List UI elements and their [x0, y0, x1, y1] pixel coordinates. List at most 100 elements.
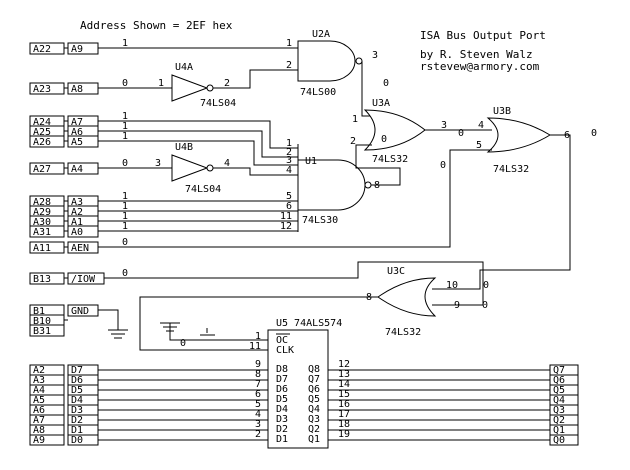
bus-pin: A11: [33, 243, 51, 254]
svg-text:4: 4: [224, 158, 230, 169]
svg-text:2: 2: [255, 429, 261, 440]
signal-label: A9: [71, 44, 83, 55]
bus-pin: A30: [33, 217, 51, 228]
svg-text:OC: OC: [276, 335, 288, 346]
svg-text:3: 3: [372, 50, 378, 61]
svg-text:D4: D4: [71, 395, 83, 406]
pin-connectors: [64, 47, 68, 321]
bus-pin: A27: [33, 164, 51, 175]
bus-pin: A29: [33, 207, 51, 218]
gate-u3b: U3B 74LS32: [486, 106, 551, 175]
signal-label: GND: [71, 306, 89, 317]
svg-text:0: 0: [440, 160, 446, 171]
diagram-title: ISA Bus Output Port: [420, 29, 546, 42]
bus-pin: A26: [33, 137, 51, 148]
signal-label: A7: [71, 117, 83, 128]
svg-text:U4B: U4B: [175, 142, 193, 153]
signal-label: A3: [71, 197, 83, 208]
svg-text:74LS04: 74LS04: [185, 184, 221, 195]
svg-text:16: 16: [338, 399, 350, 410]
svg-text:1: 1: [122, 38, 128, 49]
svg-text:10: 10: [446, 280, 458, 291]
latch-u5: U5 74ALS574 OC CLK D8 D7 D6 D5 D4 D3 D2 …: [255, 318, 350, 449]
svg-text:0: 0: [180, 338, 186, 349]
svg-text:1: 1: [255, 331, 261, 342]
signal-label: A5: [71, 137, 83, 148]
svg-text:1: 1: [286, 38, 292, 49]
signal-label: A6: [71, 127, 83, 138]
bus-pin: A25: [33, 127, 51, 138]
svg-text:17: 17: [338, 409, 350, 420]
signal-label: AEN: [71, 243, 89, 254]
svg-text:0: 0: [381, 134, 387, 145]
svg-text:1: 1: [158, 78, 164, 89]
svg-text:2: 2: [286, 147, 292, 158]
svg-text:1: 1: [286, 138, 292, 149]
signal-label: /IOW: [71, 274, 96, 285]
svg-text:A9: A9: [33, 435, 45, 446]
svg-text:74LS30: 74LS30: [302, 215, 338, 226]
svg-text:0: 0: [483, 280, 489, 291]
svg-text:74LS32: 74LS32: [385, 327, 421, 338]
svg-text:U5 74ALS574: U5 74ALS574: [276, 318, 342, 329]
svg-text:Q8: Q8: [308, 364, 320, 375]
svg-text:D6: D6: [276, 384, 288, 395]
svg-text:0: 0: [122, 158, 128, 169]
svg-text:3: 3: [441, 120, 447, 131]
svg-text:0: 0: [591, 128, 597, 139]
output-boxes: Q7 Q6 Q5 Q4 Q3 Q2 Q1 Q0: [549, 364, 579, 446]
svg-text:5: 5: [255, 399, 261, 410]
svg-text:1: 1: [122, 121, 128, 132]
svg-text:5: 5: [476, 140, 482, 151]
bus-pin: B10: [33, 316, 51, 327]
svg-text:19: 19: [338, 429, 350, 440]
svg-text:D0: D0: [71, 435, 83, 446]
svg-text:Q7: Q7: [553, 365, 565, 376]
svg-text:74LS04: 74LS04: [200, 98, 236, 109]
svg-text:1: 1: [122, 131, 128, 142]
svg-text:0: 0: [122, 78, 128, 89]
svg-text:A5: A5: [33, 395, 45, 406]
svg-text:Q6: Q6: [553, 375, 565, 386]
svg-text:0: 0: [122, 237, 128, 248]
svg-text:74LS32: 74LS32: [372, 154, 408, 165]
svg-text:0: 0: [383, 78, 389, 89]
signal-label: A0: [71, 227, 83, 238]
svg-text:U4A: U4A: [175, 62, 193, 73]
bus-pin: B1: [33, 306, 45, 317]
svg-text:11: 11: [280, 211, 292, 222]
svg-text:0: 0: [458, 128, 464, 139]
svg-text:D5: D5: [71, 385, 83, 396]
svg-text:A6: A6: [33, 405, 45, 416]
svg-text:U3C: U3C: [387, 266, 405, 277]
bus-pin-boxes: A22 A23 A24 A25 A26 A27 A28 A29 A30 A31 …: [29, 42, 65, 337]
svg-text:D5: D5: [276, 394, 288, 405]
svg-text:13: 13: [338, 369, 350, 380]
svg-text:Q2: Q2: [308, 424, 320, 435]
signal-label: A4: [71, 164, 83, 175]
svg-text:74LS32: 74LS32: [493, 164, 529, 175]
svg-text:1: 1: [122, 211, 128, 222]
svg-text:2: 2: [350, 136, 356, 147]
svg-text:8: 8: [374, 180, 380, 191]
svg-text:D6: D6: [71, 375, 83, 386]
svg-text:D8: D8: [276, 364, 288, 375]
svg-text:D4: D4: [276, 404, 288, 415]
svg-text:15: 15: [338, 389, 350, 400]
signal-label: A8: [71, 84, 83, 95]
svg-text:A7: A7: [33, 415, 45, 426]
svg-text:0: 0: [482, 300, 488, 311]
svg-text:1: 1: [122, 221, 128, 232]
svg-text:7: 7: [255, 379, 261, 390]
svg-text:1: 1: [352, 114, 358, 125]
svg-text:Q2: Q2: [553, 415, 565, 426]
bus-pin: A28: [33, 197, 51, 208]
signal-label: A2: [71, 207, 83, 218]
svg-text:U3B: U3B: [493, 106, 511, 117]
svg-text:Q1: Q1: [553, 425, 565, 436]
svg-text:D3: D3: [276, 414, 288, 425]
bus-pin: A31: [33, 227, 51, 238]
svg-text:8: 8: [366, 292, 372, 303]
signal-boxes: A9 A8 A7 A6 A5 A4 A3 A2 A1 A0 AEN /IOW G…: [67, 42, 105, 317]
